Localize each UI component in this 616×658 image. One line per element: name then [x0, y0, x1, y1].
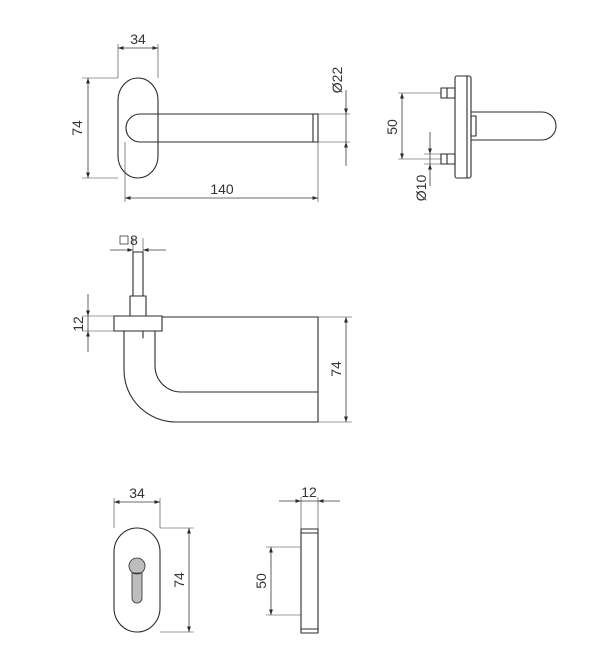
escutcheon-side-outline: [300, 528, 319, 634]
lever-outline: [125, 113, 319, 143]
dim-rose-height: 74: [69, 120, 85, 136]
rose-plate: [454, 75, 472, 179]
dim-lever-length: 140: [210, 181, 234, 197]
handle-side-view: 50 Ø10: [384, 75, 557, 202]
dim-escutcheon-thickness: 12: [301, 484, 317, 500]
dim-escutcheon-fixing-spacing: 50: [253, 573, 269, 589]
escutcheon-outline: [113, 527, 161, 633]
profile-rose: [113, 315, 163, 332]
dim-lever-projection: 74: [328, 361, 344, 377]
square-symbol-icon: [119, 235, 129, 245]
rose-outline: [117, 77, 159, 179]
spindle-collar: [129, 295, 147, 317]
escutcheon-front-view: 34 74: [113, 485, 194, 633]
keyhole-icon: [128, 557, 146, 604]
handle-top-view: 34 74 140 Ø22: [69, 31, 350, 202]
dim-fixing-spacing: 50: [384, 119, 400, 135]
dim-escutcheon-width: 34: [129, 485, 145, 501]
dim-rose-thickness: 12: [70, 316, 86, 332]
lever-side-outline: [470, 111, 557, 141]
escutcheon-side-view: 12 50: [253, 484, 340, 634]
lever-profile-outline: [123, 316, 319, 423]
dim-spindle-square: 8: [130, 232, 138, 248]
dim-lever-diameter: Ø22: [329, 67, 345, 94]
spindle-shaft: [132, 251, 144, 297]
dim-screw-diameter: Ø10: [413, 175, 429, 202]
dim-escutcheon-height: 74: [171, 572, 187, 588]
handle-profile-view: 8 12 74: [70, 232, 352, 423]
fixing-bolt-lower: [440, 153, 456, 165]
fixing-bolt-upper: [440, 87, 456, 99]
dim-rose-width: 34: [130, 31, 146, 47]
